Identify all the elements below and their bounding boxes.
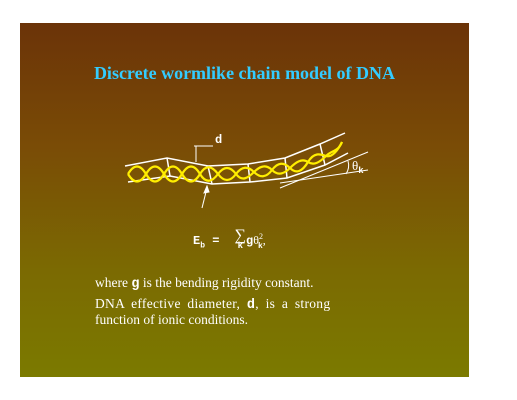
formula-theta: θ: [253, 233, 259, 248]
diameter-label: d: [215, 133, 222, 147]
formula-lhs-sub: b: [200, 241, 206, 251]
slide-title: Discrete wormlike chain model of DNA: [93, 63, 396, 83]
diameter-indicator: [194, 145, 213, 162]
g-symbol: g: [131, 277, 140, 292]
diameter-note: DNA effective diameter, d, is a strong: [95, 296, 331, 313]
diameter-note-continued: function of ionic conditions.: [95, 312, 248, 327]
slide: Discrete wormlike chain model of DNA d: [20, 23, 469, 377]
angle-arc: [345, 160, 350, 175]
theta-label: θk: [352, 158, 364, 176]
formula-g: g: [246, 234, 254, 249]
formula-tail: ,: [262, 233, 266, 248]
segment-top-edge: [124, 132, 346, 167]
sigma-symbol: ∑: [234, 227, 247, 244]
formula-equals: =: [205, 234, 227, 249]
angle-extension-line: [279, 169, 369, 184]
bend-angle-indicator: [279, 151, 369, 189]
double-helix: [127, 141, 344, 183]
formula-theta-sup: 2: [258, 232, 263, 242]
helix-strand-2: [127, 141, 344, 183]
chain-segments: [124, 132, 349, 185]
formula-theta-sub: k: [257, 241, 263, 251]
angle-tangent-line: [279, 151, 369, 189]
formula-lhs: E: [193, 234, 201, 249]
formula-sum: ∑k: [234, 227, 247, 252]
d-symbol: d: [246, 298, 256, 313]
lower-arrow: [201, 184, 210, 209]
rigidity-note: where g is the bending rigidity constant…: [95, 275, 314, 292]
dna-chain-diagram: d θk: [124, 132, 369, 209]
sum-index: k: [237, 241, 244, 251]
segment-divider-3: [247, 163, 251, 183]
segment-divider-4: [284, 157, 288, 179]
